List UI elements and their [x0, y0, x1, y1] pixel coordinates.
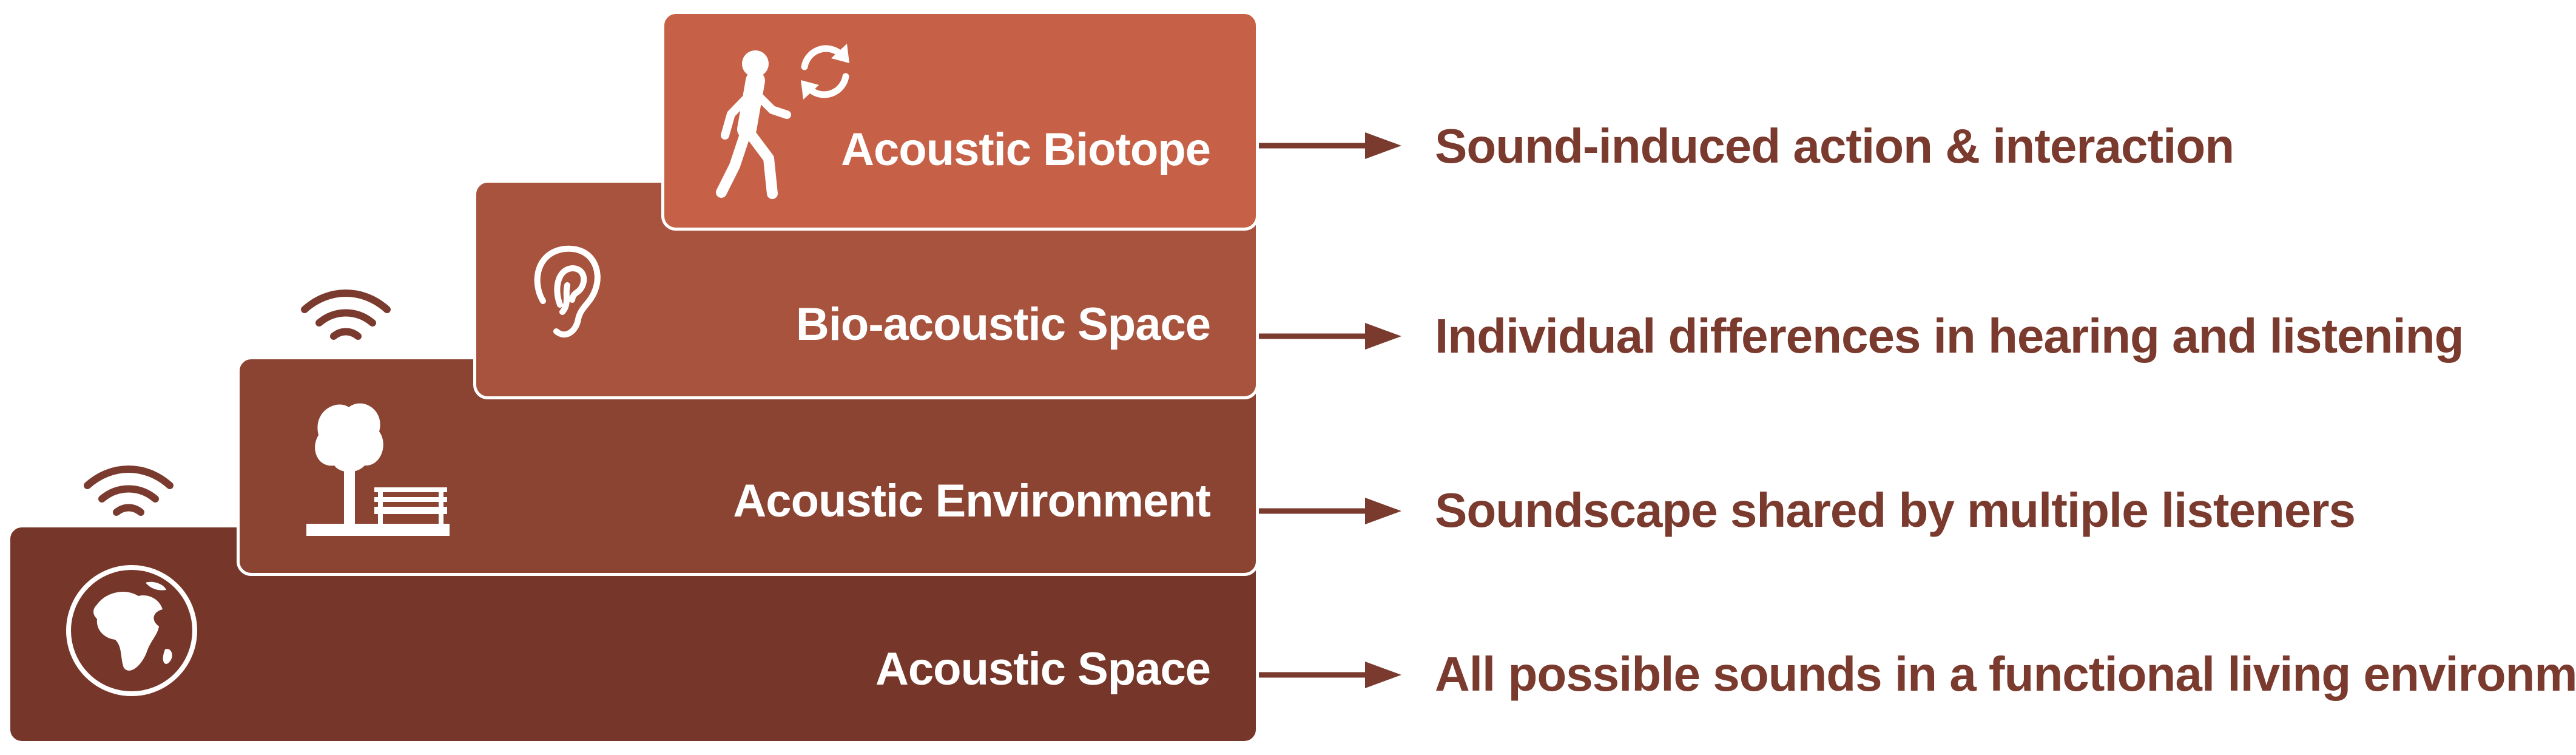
step-acoustic-biotope: Acoustic Biotope: [661, 11, 1259, 231]
arrow-right-icon: [1256, 498, 1401, 524]
arrow-right-icon: [1256, 662, 1401, 688]
step-label-acoustic-environment: Acoustic Environment: [733, 475, 1211, 527]
arrow-right-icon: [1256, 323, 1401, 350]
step-label-acoustic-biotope: Acoustic Biotope: [841, 124, 1211, 175]
globe-icon: [66, 565, 197, 696]
ear-icon: [534, 245, 601, 338]
sound-wave-icon: [84, 466, 174, 516]
arrow-right-icon: [1256, 132, 1401, 159]
description-acoustic-biotope: Sound-induced action & interaction: [1435, 119, 2234, 173]
description-acoustic-environment: Soundscape shared by multiple listeners: [1435, 483, 2356, 537]
cycle-arrows-icon: [801, 44, 849, 100]
walking-person-icon: [716, 50, 791, 199]
description-bio-acoustic-space: Individual differences in hearing and li…: [1435, 309, 2464, 363]
tree-and-bench-icon: [306, 403, 450, 536]
step-label-bio-acoustic-space: Bio-acoustic Space: [795, 299, 1211, 350]
sound-wave-icon: [301, 289, 391, 340]
step-label-acoustic-space: Acoustic Space: [875, 643, 1211, 695]
description-acoustic-space: All possible sounds in a functional livi…: [1435, 647, 2576, 701]
